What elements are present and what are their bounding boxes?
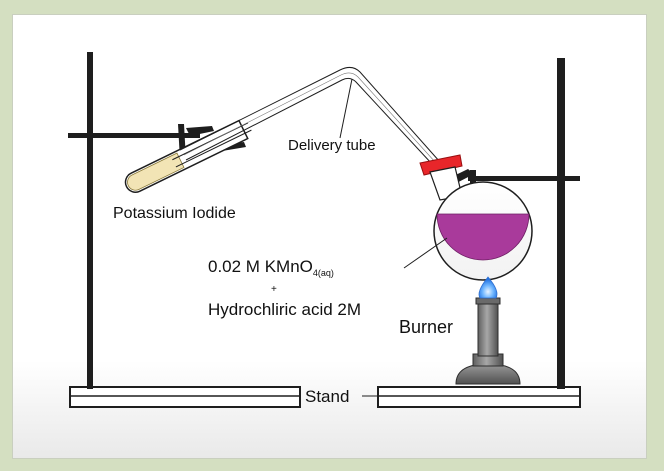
burner-top: [475, 297, 501, 305]
leader-delivery-tube: [339, 78, 353, 139]
kmno4-solution: [436, 213, 530, 261]
clamp-screw-right: [470, 170, 476, 184]
stand-base-right: [377, 386, 581, 408]
test-tube: [124, 119, 252, 193]
label-plus: +: [271, 284, 277, 295]
label-delivery-tube: Delivery tube: [288, 137, 376, 154]
label-acid: Hydrochliric acid 2M: [208, 300, 361, 319]
flame-icon: [478, 276, 498, 299]
label-kmno4: 0.02 M KMnO4(aq): [208, 257, 334, 278]
burner-base: [455, 363, 521, 385]
delivery-tube: [179, 66, 441, 165]
label-potassium-iodide: Potassium Iodide: [113, 205, 236, 222]
stand-rod-right: [557, 58, 565, 389]
diagram-frame: [12, 14, 647, 459]
stand-base-left: [69, 386, 301, 408]
label-burner: Burner: [399, 317, 453, 337]
stand-rod-left: [87, 52, 93, 389]
leader-flask: [403, 237, 448, 269]
clamp-arm-right: [468, 176, 580, 181]
label-stand: Stand: [305, 387, 349, 406]
flask-stopper: [419, 154, 463, 176]
clamp-arm-left: [68, 133, 200, 138]
iodide-liquid: [127, 152, 185, 191]
burner-barrel: [477, 301, 499, 357]
burner: [455, 276, 521, 385]
